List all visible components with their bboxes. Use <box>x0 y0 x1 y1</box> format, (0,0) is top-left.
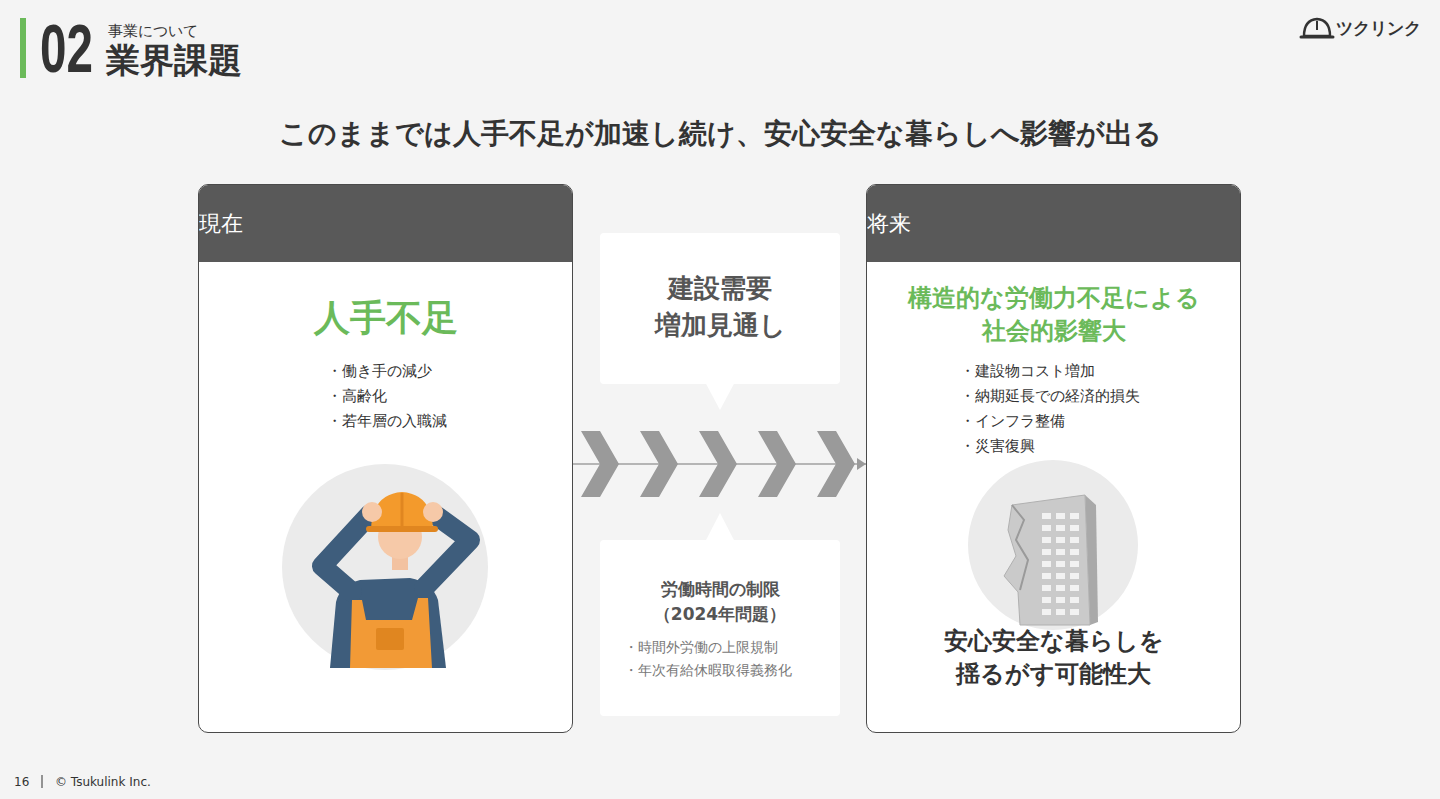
logo-helmet <box>1301 19 1333 37</box>
section-number: 02 <box>40 14 93 82</box>
callout-text: 建設需要 増加見通し <box>635 270 805 344</box>
copyright: © Tsukulink Inc. <box>55 774 151 790</box>
bullet-item: ・若年層の入職減 <box>327 409 567 434</box>
slide-title: このままでは人手不足が加速し続け、安心安全な暮らしへ影響が出る <box>0 116 1440 152</box>
callout-box: 労働時間の制限 （2024年問題） ・時間外労働の上限規制・年次有給休暇取得義務化 <box>600 540 840 716</box>
status-card: 将来構造的な労働力不足による 社会的影響大・建設物コスト増加・納期延長での経済的… <box>866 184 1241 733</box>
section-kicker: 事業について <box>108 22 198 40</box>
card-heading: 構造的な労働力不足による 社会的影響大 <box>875 282 1232 348</box>
closing-statement: 安心安全な暮らしを 揺るがす可能性大 <box>875 625 1232 691</box>
flow-connector <box>573 463 866 465</box>
card-fill <box>198 184 573 733</box>
footer-separator <box>42 775 43 788</box>
bullet-item: ・時間外労働の上限規制 <box>624 636 838 659</box>
card-heading: 人手不足 <box>199 296 572 340</box>
status-card: 現在人手不足・働き手の減少・高齢化・若年層の入職減 <box>198 184 573 733</box>
card-header: 現在 <box>199 185 572 262</box>
bullet-item: ・建設物コスト増加 <box>960 359 1230 384</box>
bullet-item: ・働き手の減少 <box>327 359 567 384</box>
bullet-item: ・高齢化 <box>327 384 567 409</box>
callout-box: 建設需要 増加見通し <box>600 233 840 384</box>
callout-heading: 労働時間の制限 （2024年問題） <box>635 577 805 627</box>
bullet-item: ・災害復興 <box>960 434 1230 459</box>
bullet-item: ・納期延長での経済的損失 <box>960 384 1230 409</box>
worker-illustration <box>282 464 488 670</box>
damaged-building-illustration <box>968 460 1138 630</box>
accent-bar <box>20 18 26 78</box>
card-header: 将来 <box>867 185 1240 262</box>
page-number: 16 <box>14 774 29 790</box>
callout-tail <box>704 380 736 410</box>
logo-text: ツクリンク <box>1336 16 1421 40</box>
section-title: 業界課題 <box>106 40 242 80</box>
bullet-item: ・年次有給休暇取得義務化 <box>624 659 838 682</box>
bullet-item: ・インフラ整備 <box>960 409 1230 434</box>
card-fill <box>866 184 1241 733</box>
